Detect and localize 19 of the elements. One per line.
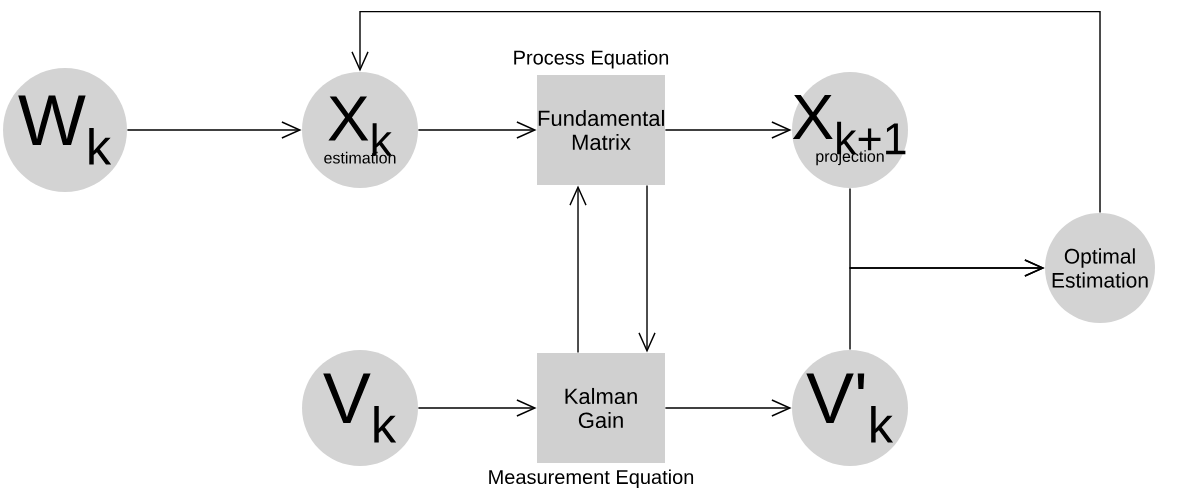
circle-node: X$_{k+1}$ projection (792, 72, 908, 188)
circle-node: W$_{k}$ (3, 68, 127, 192)
circle-node: Optimal Estimation (1045, 213, 1155, 323)
arrow (126, 121, 302, 139)
circle-node: V$_{k}$ (302, 350, 418, 466)
arrow (664, 121, 792, 139)
arrow (664, 399, 792, 417)
circle-node: X$_{k}$ estimation (302, 72, 418, 188)
box-heading: Measurement Equation (489, 469, 694, 489)
arrow (351, 10, 1101, 214)
process-box: Kalman Gain (537, 353, 665, 463)
process-box: Fundamental Matrix (537, 75, 665, 185)
circle-node: V'$_{k}$ (792, 350, 908, 466)
arrow (638, 184, 656, 353)
arrow (417, 399, 537, 417)
arrow (417, 121, 537, 139)
arrow (569, 185, 587, 354)
box-heading: Process Equation (514, 49, 669, 69)
arrow (849, 259, 1045, 351)
